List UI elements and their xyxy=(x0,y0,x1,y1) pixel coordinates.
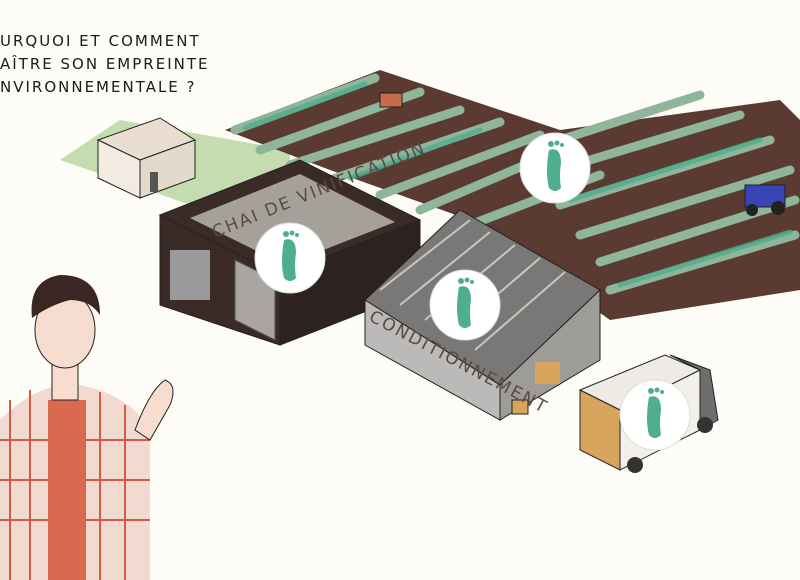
house xyxy=(96,117,197,199)
title-text: URQUOI ET COMMENT AÎTRE SON EMPREINTE NV… xyxy=(0,30,209,99)
red-tractor xyxy=(379,92,403,108)
title-line-2: AÎTRE SON EMPREINTE xyxy=(0,55,210,73)
title-line-1: URQUOI ET COMMENT xyxy=(0,32,201,50)
footprint-badges xyxy=(254,132,691,451)
blue-tractor xyxy=(744,184,786,216)
presenter-character xyxy=(0,275,174,580)
footprint-icon-packaging xyxy=(429,269,501,341)
footprint-icon-transport xyxy=(619,379,691,451)
footprint-icon-vineyard xyxy=(519,132,591,204)
vineyard xyxy=(225,70,800,320)
footprint-icon-winery xyxy=(254,222,326,294)
title-line-3: NVIRONNEMENTALE ? xyxy=(0,78,197,96)
